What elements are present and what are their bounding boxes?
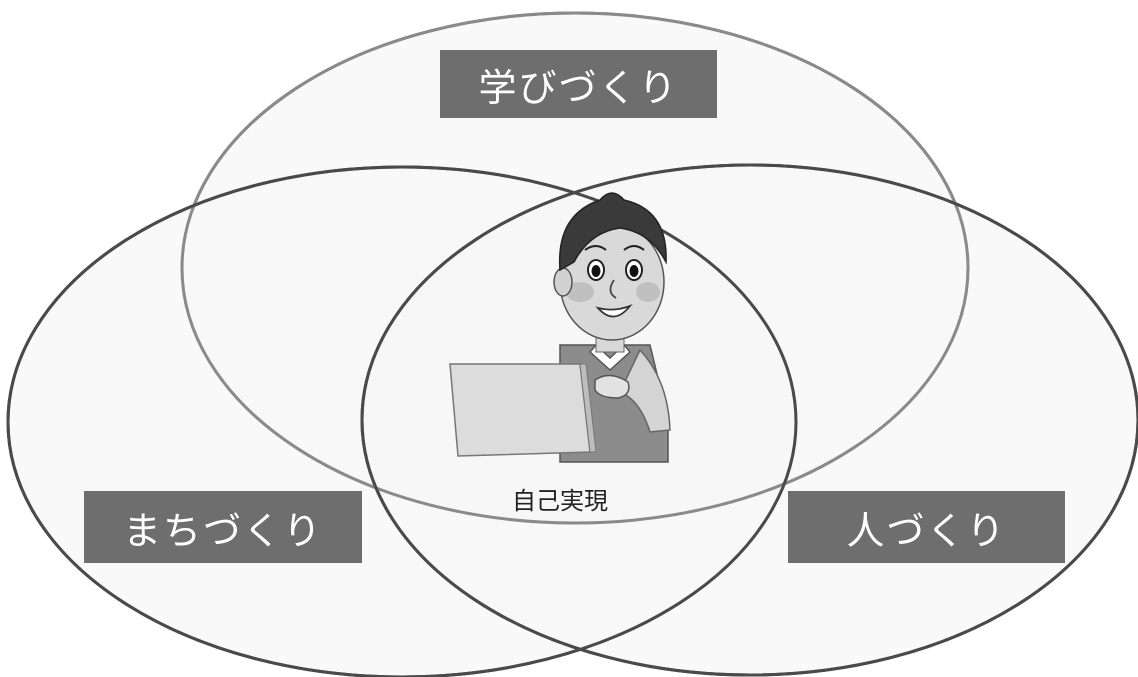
- person-hand: [594, 374, 630, 399]
- label-manabi-zukuri: 学びづくり: [440, 50, 717, 118]
- person-pupil-left: [591, 265, 601, 277]
- person-pupil-right: [629, 265, 639, 277]
- person-arm: [618, 348, 671, 433]
- person-cheek-right: [636, 282, 660, 302]
- laptop-edge: [579, 363, 597, 453]
- person-hair: [558, 192, 667, 272]
- person-mouth: [595, 304, 633, 318]
- person-eyebrow-left: [584, 245, 607, 251]
- label-machi-zukuri: まちづくり: [84, 491, 362, 563]
- person-cheek-left: [566, 282, 594, 302]
- person-ear: [553, 267, 573, 297]
- circle-manabi-outline: [180, 11, 970, 525]
- label-hito-zukuri: 人づくり: [788, 491, 1065, 563]
- label-machi-zukuri-text: まちづくり: [122, 508, 323, 553]
- label-manabi-zukuri-text: 学びづくり: [478, 65, 679, 110]
- label-jiko-jitsugen: 自己実現: [512, 486, 608, 515]
- circle-machi-outline: [6, 165, 798, 677]
- person-laptop-illustration: [449, 192, 671, 463]
- circle-hito-outline: [360, 163, 1138, 677]
- label-hito-zukuri-text: 人づくり: [846, 508, 1007, 553]
- person-eyebrow-right: [623, 245, 645, 251]
- person-nose: [609, 279, 617, 299]
- laptop-screen: [449, 363, 591, 457]
